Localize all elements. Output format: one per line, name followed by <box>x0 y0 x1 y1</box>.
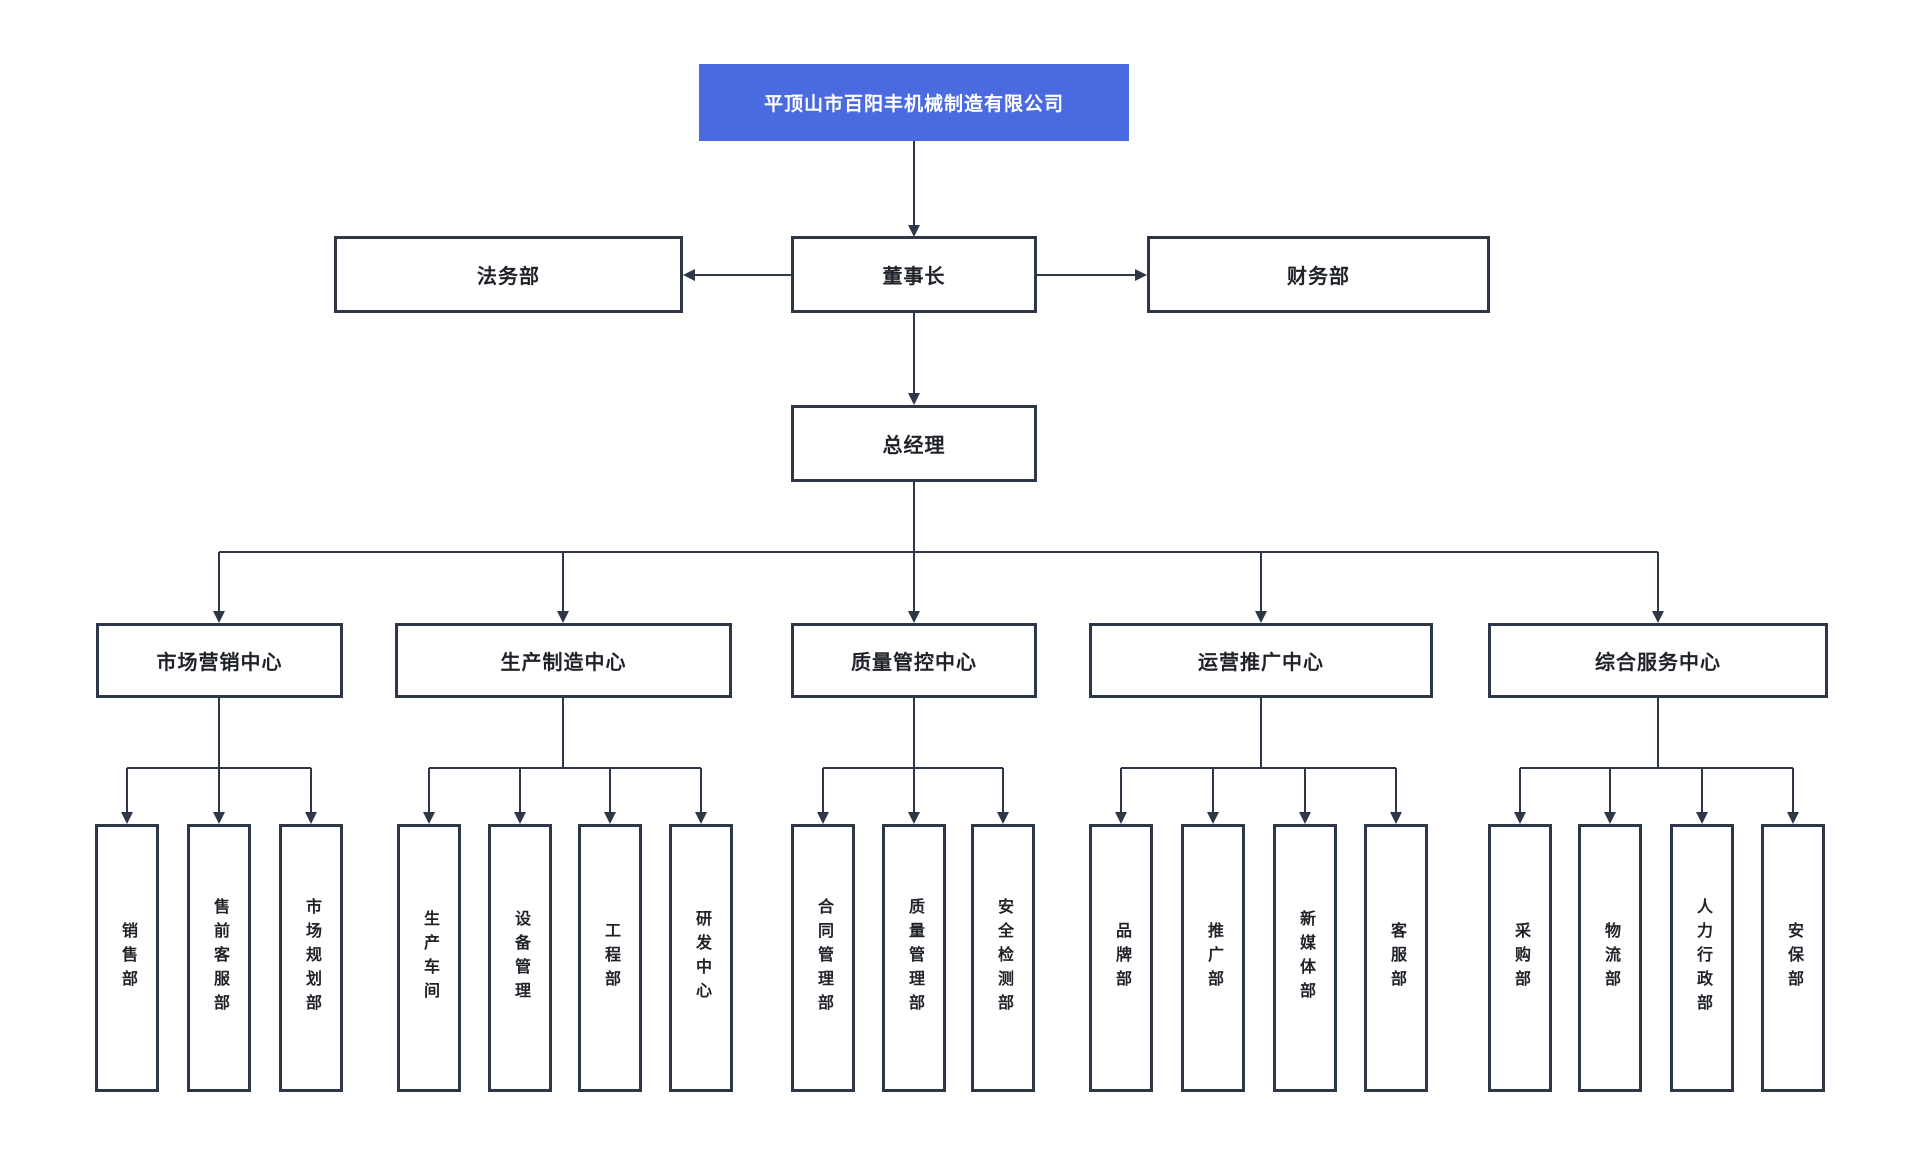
hr-admin-dept-node: 人力行政部 <box>1670 824 1734 1092</box>
new-media-dept-node: 新媒体部 <box>1273 824 1337 1092</box>
marketing-center-node: 市场营销中心 <box>96 623 343 698</box>
node-label: 董事长 <box>882 266 946 288</box>
node-label: 生产制造中心 <box>500 652 627 674</box>
marketing-center-children-connector <box>121 698 317 824</box>
contract-mgmt-dept-node: 合同管理部 <box>791 824 855 1092</box>
operations-center-node: 运营推广中心 <box>1089 623 1433 698</box>
sales-dept-node: 销售部 <box>95 824 159 1092</box>
procurement-dept-node: 采购部 <box>1488 824 1552 1092</box>
node-label: 安全检测部 <box>995 898 1012 1018</box>
node-label: 客服部 <box>1388 922 1405 994</box>
production-workshop-node: 生产车间 <box>397 824 461 1092</box>
legal-dept-node: 法务部 <box>334 236 683 313</box>
node-label: 生产车间 <box>421 910 438 1006</box>
node-label: 运营推广中心 <box>1198 652 1324 674</box>
node-label: 销售部 <box>119 922 136 994</box>
chairman-to-gm-connector <box>908 313 920 405</box>
rd-center-node: 研发中心 <box>669 824 733 1092</box>
node-label: 研发中心 <box>693 910 710 1006</box>
chairman-node: 董事长 <box>791 236 1037 313</box>
root-to-chairman-connector <box>908 141 920 237</box>
engineering-dept-node: 工程部 <box>578 824 642 1092</box>
chairman-to-finance-connector <box>1037 269 1147 281</box>
security-dept-node: 安保部 <box>1761 824 1825 1092</box>
node-label: 市场规划部 <box>303 898 320 1018</box>
services-center-node: 综合服务中心 <box>1488 623 1828 698</box>
node-label: 新媒体部 <box>1297 910 1314 1006</box>
market-planning-dept-node: 市场规划部 <box>279 824 343 1092</box>
promotion-dept-node: 推广部 <box>1181 824 1245 1092</box>
chairman-to-legal-connector <box>683 269 791 281</box>
node-label: 市场营销中心 <box>156 652 283 674</box>
gm-to-centers-connector <box>213 482 1664 623</box>
node-label: 法务部 <box>477 266 540 288</box>
node-label: 安保部 <box>1785 922 1802 994</box>
node-label: 质量管理部 <box>906 898 923 1018</box>
company-root-node: 平顶山市百阳丰机械制造有限公司 <box>699 64 1129 141</box>
logistics-dept-node: 物流部 <box>1578 824 1642 1092</box>
node-label: 合同管理部 <box>815 898 832 1018</box>
node-label: 物流部 <box>1602 922 1619 994</box>
quality-center-children-connector <box>817 698 1009 824</box>
production-center-children-connector <box>423 698 707 824</box>
production-center-node: 生产制造中心 <box>395 623 732 698</box>
node-label: 总经理 <box>882 435 946 457</box>
node-label: 财务部 <box>1287 266 1350 288</box>
node-label: 售前客服部 <box>211 898 228 1018</box>
presales-service-dept-node: 售前客服部 <box>187 824 251 1092</box>
customer-service-dept-node: 客服部 <box>1364 824 1428 1092</box>
brand-dept-node: 品牌部 <box>1089 824 1153 1092</box>
node-label: 平顶山市百阳丰机械制造有限公司 <box>763 94 1064 115</box>
operations-center-children-connector <box>1115 698 1402 824</box>
finance-dept-node: 财务部 <box>1147 236 1490 313</box>
node-label: 设备管理 <box>512 910 529 1006</box>
services-center-children-connector <box>1514 698 1799 824</box>
node-label: 品牌部 <box>1113 922 1130 994</box>
safety-inspection-dept-node: 安全检测部 <box>971 824 1035 1092</box>
node-label: 综合服务中心 <box>1595 652 1721 674</box>
node-label: 工程部 <box>602 922 619 994</box>
node-label: 质量管控中心 <box>851 652 977 674</box>
node-label: 采购部 <box>1512 922 1529 994</box>
node-label: 人力行政部 <box>1694 898 1711 1018</box>
quality-center-node: 质量管控中心 <box>791 623 1037 698</box>
equipment-mgmt-node: 设备管理 <box>488 824 552 1092</box>
node-label: 推广部 <box>1205 922 1222 994</box>
general-manager-node: 总经理 <box>791 405 1037 482</box>
quality-mgmt-dept-node: 质量管理部 <box>882 824 946 1092</box>
